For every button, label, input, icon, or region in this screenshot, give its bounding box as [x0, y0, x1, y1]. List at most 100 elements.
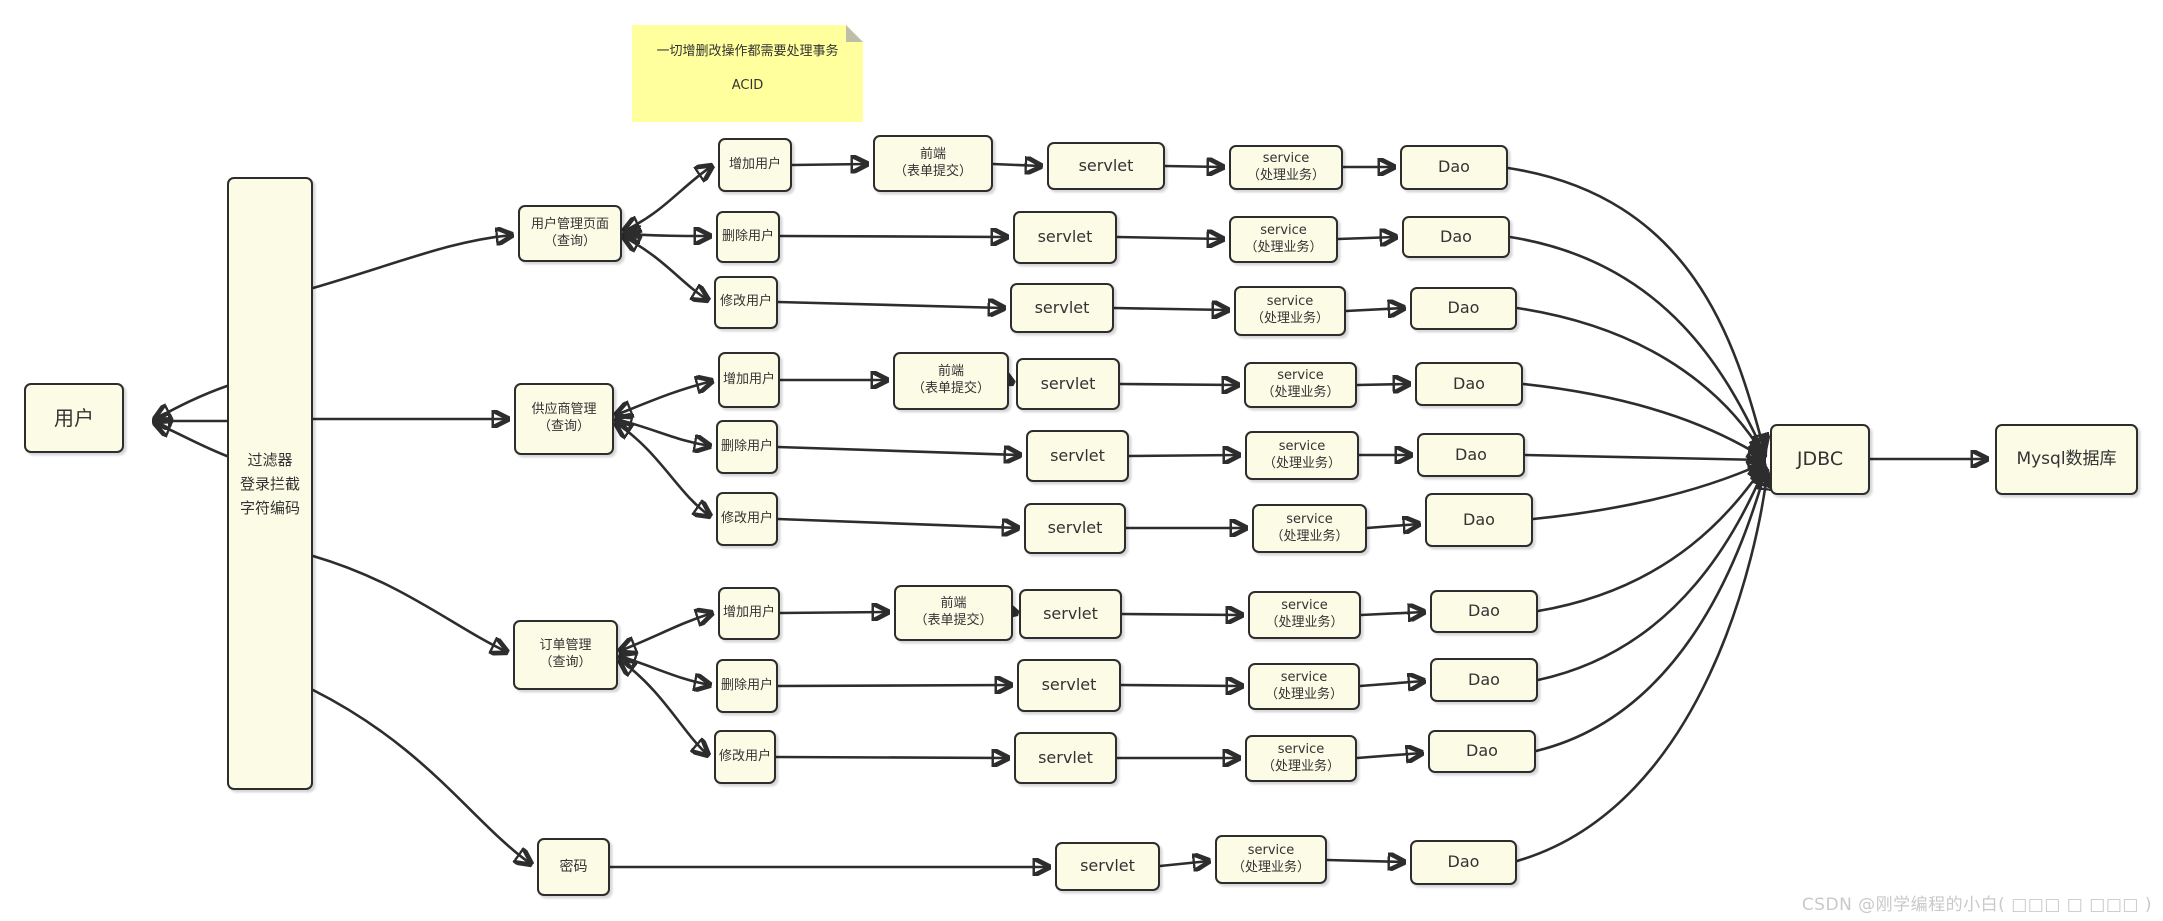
node-dao-1b: Dao	[1402, 216, 1510, 258]
edge-mod2-servlet	[776, 517, 1018, 528]
node-service-1c-label: （处理业务）	[1250, 311, 1329, 326]
node-user-mgmt-label: 用户管理页面	[530, 216, 609, 232]
node-dao-pwd-label: Dao	[1447, 852, 1480, 872]
node-service-3a-label: service	[1281, 598, 1328, 614]
node-dao-3c: Dao	[1428, 730, 1536, 773]
node-servlet-3a-label: servlet	[1043, 603, 1098, 623]
node-service-3b-label: service	[1280, 669, 1328, 685]
node-filter-label: 登录拦截	[239, 474, 300, 493]
node-jdbc-label: JDBC	[1796, 448, 1844, 471]
node-frontend-1-label: 前端	[919, 146, 946, 162]
node-servlet-3c: servlet	[1014, 732, 1117, 784]
edge-dao1b-jdbc	[1508, 235, 1764, 453]
edge-add3-front3	[778, 612, 888, 613]
node-add-user-1: 增加用户	[718, 138, 792, 192]
node-dao-3a: Dao	[1430, 590, 1538, 633]
node-service-1a-label: （处理业务）	[1246, 167, 1325, 183]
node-delete-user-3: 删除用户	[716, 659, 778, 713]
node-servlet-3a: servlet	[1019, 589, 1122, 639]
node-service-pwd: service（处理业务）	[1215, 835, 1327, 884]
node-service-2c: service（处理业务）	[1252, 504, 1367, 553]
edge-service1b-dao	[1336, 237, 1396, 239]
edge-dao3c-jdbc	[1534, 470, 1766, 753]
node-dao-3b-label: Dao	[1468, 669, 1500, 689]
node-dao-2a: Dao	[1415, 362, 1523, 406]
node-servlet-2c-label: servlet	[1047, 518, 1103, 538]
node-servlet-2a: servlet	[1016, 358, 1120, 410]
edge-mgmt3-modify	[620, 660, 708, 755]
node-user-label: 用户	[54, 406, 94, 430]
node-frontend-1: 前端（表单提交）	[873, 135, 993, 192]
node-service-2c-label: service	[1286, 511, 1333, 527]
node-service-3c-label: （处理业务）	[1261, 758, 1340, 774]
node-supplier-mgmt-label: 供应商管理	[531, 402, 597, 418]
node-user: 用户	[24, 383, 124, 453]
node-dao-1b-label: Dao	[1440, 226, 1472, 246]
edge-servlet2b-service	[1127, 455, 1239, 456]
node-service-2b-label: （处理业务）	[1262, 455, 1341, 471]
node-modify-user-3: 修改用户	[714, 730, 776, 784]
node-modify-user-3-label: 修改用户	[718, 748, 771, 764]
edge-mgmt1-delete	[624, 234, 710, 236]
node-delete-user-2-label: 删除用户	[720, 438, 773, 454]
edge-dao2c-jdbc	[1531, 463, 1764, 521]
node-user-mgmt-label: （查询）	[543, 233, 596, 249]
edge-dao3a-jdbc	[1536, 466, 1764, 613]
csdn-watermark: CSDN @刚学编程的小白( □□□ □ □□□ )	[1801, 895, 2152, 915]
node-service-1c-label: service	[1266, 294, 1314, 310]
node-add-user-3-label: 增加用户	[722, 605, 775, 621]
edge-filter-order-mgmt	[311, 554, 507, 652]
node-dao-1a: Dao	[1400, 145, 1508, 190]
edge-servlet1c-service	[1112, 308, 1228, 310]
node-servlet-3b: servlet	[1017, 659, 1121, 712]
node-frontend-1-label: （表单提交）	[893, 163, 972, 179]
edge-front1-servlet	[991, 164, 1041, 166]
node-frontend-2-label: 前端	[937, 364, 964, 380]
node-service-2c-label: （处理业务）	[1270, 528, 1349, 544]
note-text: 一切增删改操作都需要处理事务	[656, 44, 839, 59]
edge-del1-servlet	[778, 236, 1007, 237]
node-add-user-2: 增加用户	[718, 352, 780, 408]
node-servlet-2c: servlet	[1024, 503, 1126, 554]
note-acid-text: ACID	[731, 78, 764, 93]
edge-service2a-dao	[1355, 384, 1409, 385]
node-service-1b-label: service	[1260, 222, 1307, 238]
node-dao-3a-label: Dao	[1468, 601, 1500, 621]
node-frontend-2: 前端（表单提交）	[893, 352, 1009, 410]
node-add-user-3: 增加用户	[718, 587, 780, 640]
edge-servicepwd-dao	[1325, 860, 1404, 862]
node-modify-user-1: 修改用户	[714, 276, 778, 329]
node-service-1a-label: service	[1262, 150, 1310, 166]
node-dao-3c-label: Dao	[1466, 741, 1498, 761]
edge-service2c-dao	[1365, 524, 1419, 528]
edge-service3c-dao	[1355, 753, 1422, 758]
edge-dao1c-jdbc	[1515, 306, 1764, 456]
edge-filter-user-bottom	[155, 423, 234, 460]
sticky-note: 一切增删改操作都需要处理事务 ACID	[632, 25, 863, 122]
node-filter-label: 过滤器	[247, 450, 293, 469]
node-servlet-2b: servlet	[1026, 430, 1129, 482]
edge-del3-servlet	[776, 685, 1011, 686]
edge-dao3b-jdbc	[1536, 468, 1765, 682]
node-order-mgmt-label: （查询）	[539, 655, 592, 670]
node-dao-1c-label: Dao	[1447, 298, 1480, 318]
node-supplier-mgmt: 供应商管理（查询）	[514, 383, 614, 455]
node-order-mgmt-label: 订单管理	[539, 638, 592, 654]
node-dao-2c: Dao	[1425, 493, 1533, 547]
edge-servlet3b-service	[1119, 685, 1242, 686]
node-user-mgmt: 用户管理页面（查询）	[518, 205, 622, 262]
node-add-user-1-label: 增加用户	[728, 156, 781, 172]
edge-front3-servlet	[1013, 612, 1017, 613]
node-service-1b-label: （处理业务）	[1244, 239, 1323, 255]
node-service-3c: service（处理业务）	[1245, 735, 1357, 782]
node-jdbc: JDBC	[1770, 424, 1870, 495]
edge-mod3-servlet	[774, 757, 1008, 758]
node-dao-2c-label: Dao	[1463, 509, 1495, 529]
node-dao-2b: Dao	[1417, 433, 1525, 477]
node-frontend-3-label: 前端	[940, 596, 967, 612]
edge-mod1-servlet	[776, 302, 1004, 308]
node-service-1b: service（处理业务）	[1229, 216, 1338, 263]
edge-del2-servlet	[776, 447, 1020, 455]
edge-servletpwd-service	[1158, 861, 1209, 866]
node-order-mgmt: 订单管理（查询）	[513, 620, 618, 690]
